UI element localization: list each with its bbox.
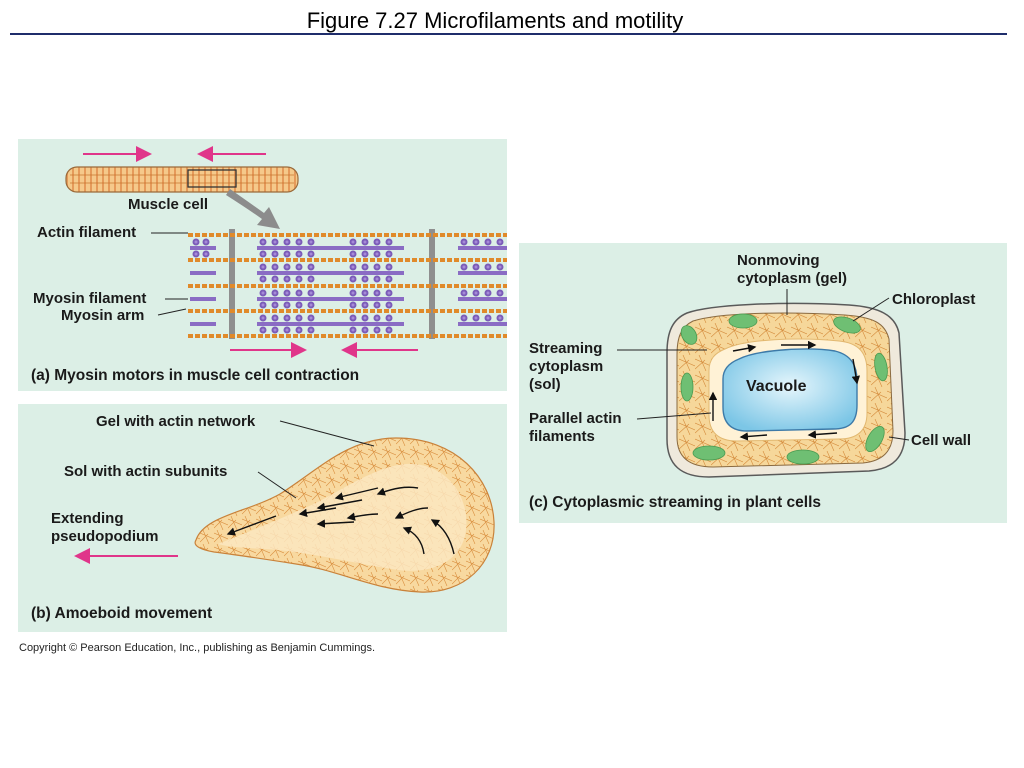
label-muscle-cell: Muscle cell	[128, 196, 209, 213]
label-parallel-filaments: filaments	[529, 428, 595, 445]
label-extending: Extending	[51, 510, 124, 527]
zoom-box	[187, 169, 237, 188]
panel-b-amoeboid-movement: Gel with actin network Sol with actin su…	[18, 404, 507, 632]
label-nonmoving: Nonmoving	[737, 252, 820, 269]
label-myosin-arm: Myosin arm	[61, 307, 145, 324]
caption-c: (c) Cytoplasmic streaming in plant cells	[529, 494, 821, 511]
label-nonmoving-cytoplasm: cytoplasm (gel)	[737, 270, 848, 287]
label-streaming-cytoplasm: cytoplasm	[529, 358, 604, 375]
label-cell-wall: Cell wall	[911, 432, 972, 449]
label-streaming: Streaming	[529, 340, 603, 357]
sarcomere-diagram	[188, 229, 507, 339]
label-streaming-sol: (sol)	[529, 376, 561, 393]
label-actin-filament: Actin filament	[37, 224, 137, 241]
label-chloroplast: Chloroplast	[892, 291, 976, 308]
panel-a-muscle-contraction: Muscle cell Actin filament Myosin filame…	[18, 139, 507, 391]
zoom-arrow	[226, 189, 280, 229]
panel-b-illustration	[74, 420, 495, 593]
panel-c-cytoplasmic-streaming: Nonmoving cytoplasm (gel) Chloroplast St…	[519, 243, 1007, 523]
label-pseudopodium: pseudopodium	[51, 528, 159, 545]
page-title: Figure 7.27 Microfilaments and motility	[306, 8, 684, 33]
caption-b: (b) Amoeboid movement	[31, 605, 213, 622]
label-myosin-filament: Myosin filament	[33, 290, 147, 307]
copyright-notice: Copyright © Pearson Education, Inc., pub…	[19, 642, 376, 654]
label-vacuole: Vacuole	[746, 378, 807, 395]
muscle-cell-shape	[65, 166, 299, 193]
label-gel: Gel with actin network	[96, 413, 256, 430]
panel-c-illustration	[617, 289, 910, 478]
title-underline	[10, 33, 1007, 35]
label-sol: Sol with actin subunits	[64, 463, 228, 480]
vacuole-shape	[722, 348, 858, 432]
z-line	[429, 229, 435, 339]
panel-a-illustration	[65, 146, 507, 358]
caption-a: (a) Myosin motors in muscle cell contrac…	[31, 367, 360, 384]
label-parallel-actin: Parallel actin	[529, 410, 622, 427]
